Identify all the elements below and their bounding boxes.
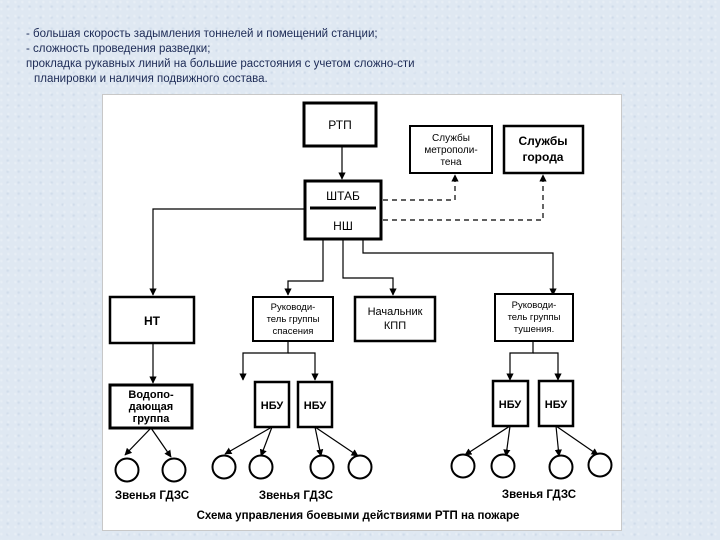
unit-circle [161,457,187,483]
connectors [149,146,562,384]
metro-services-line-3: тена [440,157,462,168]
unit-circles [114,452,613,483]
nbu-label-4: НБУ [545,399,568,411]
zvenya-label-3: Звенья ГДЗС [502,489,576,501]
rescue-head-line-3: спасения [273,326,314,337]
water-group-line-2: дающая [129,401,173,413]
connector-city-dashed [383,174,547,221]
connector-shtab-kpp [342,240,397,296]
nbu-node-2: НБУ [296,380,334,429]
city-services-line-1: Службы [518,134,567,148]
fire-head-line-3: тушения. [514,324,554,335]
unit-circle [347,454,373,480]
diagram-caption: Схема управления боевыми действиями РТП … [197,510,520,522]
ns-label: НШ [333,219,353,233]
zvenya-label-2: Звенья ГДЗС [259,490,333,502]
unit-circle [587,452,613,478]
connector-shtab-nt [149,208,305,296]
text-line-2: - сложность проведения разведки; [26,43,211,55]
unit-circle [248,454,274,480]
connector-rescue-nbu-2 [288,352,319,381]
kpp-head-line-2: КПП [384,320,406,332]
metro-services-node: Службы метрополи- тена [409,125,493,174]
water-group-line-3: группа [133,413,171,425]
nbu-label-1: НБУ [261,400,284,412]
nbu-node-1: НБУ [253,380,291,429]
unit-branches [124,425,599,458]
unit-circle [211,454,237,480]
connector-shtab-rescue [284,240,324,296]
rtp-label: РТП [328,118,351,132]
nbu-label-3: НБУ [499,399,522,411]
unit-circle [309,454,335,480]
rescue-group-head-node: Руководи- тель группы спасения [252,296,334,342]
kpp-head-node: Начальник КПП [353,295,437,343]
water-group-line-1: Водопо- [128,389,174,401]
metro-services-line-1: Службы [432,132,470,144]
nt-node: НТ [108,295,196,345]
kpp-head-line-1: Начальник [368,306,423,318]
connector-shtab-fire [362,240,557,296]
fire-command-diagram: РТП Службы метрополи- тена Службы города… [103,95,621,530]
city-services-line-2: города [523,150,564,164]
nbu-label-2: НБУ [304,400,327,412]
text-line-4: планировки и наличия подвижного состава. [34,73,268,85]
fire-head-line-2: тель группы [508,312,561,323]
unit-circle [450,453,476,479]
rtp-node: РТП [302,101,378,148]
shtab-node: ШТАБ НШ [303,179,383,241]
unit-circle [490,453,516,479]
intro-text: - большая скорость задымления тоннелей и… [26,27,706,87]
unit-circle [114,457,140,483]
fire-head-line-1: Руководи- [512,300,557,311]
connector-metro-dashed [383,174,459,201]
city-services-node: Службы города [502,124,585,175]
unit-circle [548,454,574,480]
nbu-node-3: НБУ [491,379,530,428]
connector-fire-nbu-2 [533,352,562,381]
connector-rescue-nbu [239,341,289,381]
zvenya-label-1: Звенья ГДЗС [115,490,189,502]
rescue-head-line-2: тель группы [267,314,320,325]
fire-group-head-node: Руководи- тель группы тушения. [494,293,574,342]
metro-services-line-2: метрополи- [424,145,477,156]
connector-fire-nbu [506,341,534,381]
water-group-node: Водопо- дающая группа [108,383,194,430]
shtab-label: ШТАБ [326,189,360,203]
rescue-head-line-1: Руководи- [271,302,316,313]
text-line-3: прокладка рукавных линий на большие расс… [26,58,415,70]
nt-label: НТ [144,314,161,328]
text-line-1: - большая скорость задымления тоннелей и… [26,28,378,40]
nbu-node-4: НБУ [537,379,575,428]
